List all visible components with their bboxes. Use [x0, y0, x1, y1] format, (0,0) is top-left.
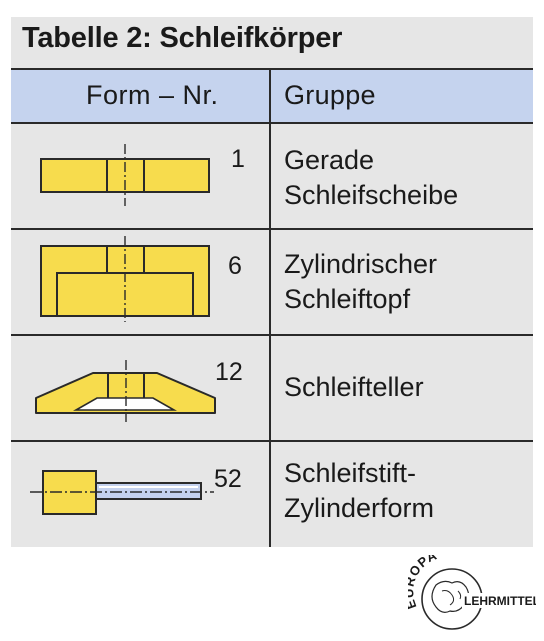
group-name: Gerade Schleifscheibe [284, 145, 459, 210]
table-header [11, 68, 533, 123]
header-top-rule [11, 68, 533, 70]
group-name: Zylindrischer Schleiftopf [284, 249, 438, 314]
header-gruppe: Gruppe [284, 80, 376, 110]
form-number: 1 [231, 145, 245, 173]
dish-wheel-icon [35, 360, 216, 422]
row-divider [11, 440, 533, 442]
row-divider [11, 228, 533, 230]
form-number: 52 [214, 465, 242, 493]
form-number: 6 [228, 252, 242, 280]
header-bottom-rule [11, 122, 533, 124]
europa-lehrmittel-logo: EUROPA LEHRMITTEL [408, 555, 536, 630]
straight-wheel-icon [40, 144, 210, 206]
cup-wheel-icon [40, 236, 210, 322]
header-form-nr: Form – Nr. [86, 80, 219, 110]
group-name: Schleifteller [284, 372, 424, 402]
logo-side-text: LEHRMITTEL [464, 594, 536, 608]
row-divider [11, 334, 533, 336]
column-divider [269, 68, 271, 547]
mounted-point-icon [30, 470, 214, 515]
form-number: 12 [215, 358, 243, 386]
table-title: Tabelle 2: Schleifkörper [22, 22, 343, 54]
group-name: Schleifstift- Zylinderform [284, 458, 435, 523]
